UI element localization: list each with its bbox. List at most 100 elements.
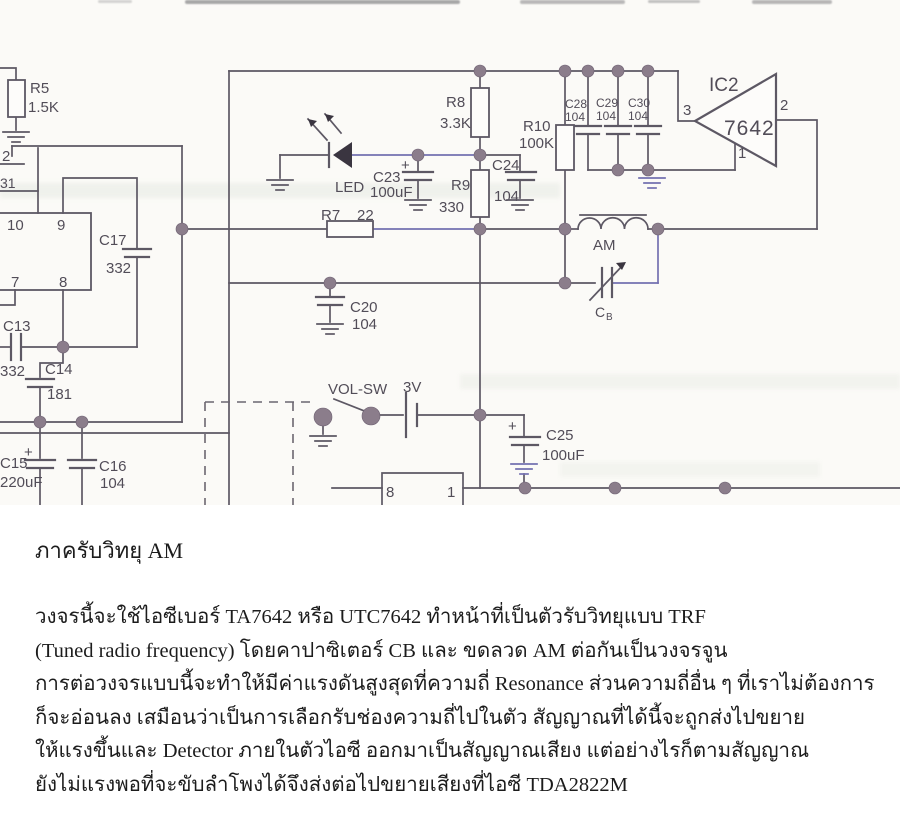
- svg-text:C15: C15: [0, 455, 28, 472]
- svg-text:1: 1: [738, 145, 746, 162]
- svg-text:R9: R9: [451, 177, 470, 194]
- svg-text:LED: LED: [335, 179, 364, 196]
- svg-text:1: 1: [447, 484, 455, 501]
- svg-text:C28: C28: [565, 97, 587, 111]
- cb-variable-capacitor: C B: [588, 262, 626, 323]
- svg-text:C25: C25: [546, 427, 574, 444]
- svg-text:R10: R10: [523, 118, 551, 135]
- ground-icon: [309, 435, 337, 447]
- svg-text:VOL-SW: VOL-SW: [328, 381, 388, 398]
- scan-artifact: [98, 0, 132, 3]
- article-line: ก็จะอ่อนลง เสมือนว่าเป็นการเลือกรับช่องค…: [35, 706, 805, 729]
- svg-text:R8: R8: [446, 94, 465, 111]
- svg-text:3: 3: [683, 102, 691, 119]
- svg-text:22: 22: [357, 207, 374, 224]
- svg-text:10: 10: [7, 217, 24, 234]
- ground-icon: [316, 323, 344, 335]
- article-paragraph: วงจรนี้จะใช้ไอซีเบอร์ TA7642 หรือ UTC764…: [35, 601, 875, 802]
- svg-text:C30: C30: [628, 96, 650, 110]
- svg-text:104: 104: [628, 109, 648, 123]
- resistor-r9: R9 330: [439, 169, 490, 218]
- resistor-r5: R5 1.5K: [7, 79, 59, 118]
- wires-blue: [351, 154, 659, 284]
- article-line: ยังไม่แรงพอที่จะขับลำโพงได้จึงส่งต่อไปขย…: [35, 773, 628, 796]
- svg-text:7: 7: [11, 274, 19, 291]
- article: ภาครับวิทยุ AM วงจรนี้จะใช้ไอซีเบอร์ TA7…: [0, 505, 900, 834]
- svg-text:332: 332: [0, 363, 25, 380]
- svg-text:C23: C23: [373, 169, 401, 186]
- schematic-scan: R5 1.5K 2 31 10 9 7 8 C17 332 C13 332 C1…: [0, 64, 900, 508]
- am-coil: AM: [577, 214, 649, 254]
- volume-switch: VOL-SW: [313, 381, 388, 427]
- svg-text:R5: R5: [30, 80, 49, 97]
- capacitor-c20: C20 104: [314, 295, 378, 333]
- battery-3v: 3V: [403, 379, 421, 439]
- svg-text:2: 2: [780, 97, 788, 114]
- section-heading: ภาครับวิทยุ AM: [35, 538, 184, 563]
- junction-dots: [33, 64, 732, 495]
- svg-text:C13: C13: [3, 318, 31, 335]
- scan-artifact: [185, 0, 460, 4]
- svg-text:220uF: 220uF: [0, 474, 43, 491]
- pin-label: 31: [0, 175, 16, 191]
- article-line: (Tuned radio frequency) โดยคาปาซิเตอร์ C…: [35, 639, 728, 662]
- svg-text:9: 9: [57, 217, 65, 234]
- svg-text:104: 104: [596, 109, 616, 123]
- capacitor-c25: + C25 100uF: [508, 418, 585, 464]
- svg-text:B: B: [606, 312, 613, 323]
- ic2-amplifier: IC2 7642 3 2 1: [683, 72, 788, 168]
- svg-text:7642: 7642: [724, 117, 775, 140]
- svg-text:8: 8: [386, 484, 394, 501]
- svg-text:3.3K: 3.3K: [440, 115, 471, 132]
- capacitor-c17: C17 332: [99, 232, 153, 277]
- capacitor-c14: C14 181: [24, 361, 73, 403]
- resistor-r10: R10 100K: [519, 118, 575, 171]
- article-line: การต่อวงจรแบบนี้จะทำให้มีค่าแรงดันสูงสุด…: [35, 673, 875, 695]
- ground-icon: [266, 179, 294, 191]
- capacitor-c29: C29 104: [596, 96, 633, 136]
- svg-text:181: 181: [47, 386, 72, 403]
- capacitor-c30: C30 104: [628, 96, 663, 136]
- svg-text:+: +: [24, 444, 33, 461]
- ground-icon: [510, 463, 538, 475]
- capacitor-c23: + C23 100uF: [370, 157, 435, 201]
- scan-artifact: [752, 0, 832, 4]
- capacitor-c15: + C15 220uF: [0, 444, 57, 491]
- article-line: ให้แรงขึ้นและ Detector ภายในตัวไอซี ออกม…: [35, 740, 810, 762]
- svg-text:C20: C20: [350, 299, 378, 316]
- scan-artifact: [648, 0, 700, 3]
- led: LED: [306, 112, 364, 196]
- svg-text:104: 104: [565, 110, 585, 124]
- svg-text:+: +: [401, 157, 410, 174]
- svg-text:C16: C16: [99, 458, 127, 475]
- svg-text:100uF: 100uF: [370, 184, 413, 201]
- svg-text:330: 330: [439, 199, 464, 216]
- svg-text:AM: AM: [593, 237, 616, 254]
- scan-artifact: [520, 0, 625, 4]
- svg-text:100uF: 100uF: [542, 447, 585, 464]
- svg-text:104: 104: [352, 316, 377, 333]
- svg-text:332: 332: [106, 260, 131, 277]
- svg-text:C17: C17: [99, 232, 127, 249]
- dashed-boundary: [204, 401, 313, 505]
- svg-text:C29: C29: [596, 96, 618, 110]
- svg-text:C: C: [595, 304, 605, 320]
- svg-text:8: 8: [59, 274, 67, 291]
- article-line: วงจรนี้จะใช้ไอซีเบอร์ TA7642 หรือ UTC764…: [35, 606, 706, 628]
- resistor-r7: R7 22: [321, 207, 374, 238]
- svg-text:R7: R7: [321, 207, 340, 224]
- svg-text:C24: C24: [492, 157, 520, 174]
- ground-icon: [638, 177, 666, 189]
- ground-icon: [2, 131, 30, 143]
- ground-icon: [404, 199, 432, 211]
- capacitor-c13: C13 332: [0, 318, 31, 380]
- capacitor-c24: C24 104: [492, 157, 538, 205]
- capacitor-c16: C16 104: [66, 458, 127, 492]
- svg-text:+: +: [508, 418, 517, 435]
- svg-text:C14: C14: [45, 361, 73, 378]
- svg-text:3V: 3V: [403, 379, 421, 396]
- ic-bottom-box: 8 1: [381, 472, 464, 508]
- svg-text:104: 104: [494, 188, 519, 205]
- svg-text:100K: 100K: [519, 135, 554, 152]
- pin-label: 2: [2, 148, 10, 165]
